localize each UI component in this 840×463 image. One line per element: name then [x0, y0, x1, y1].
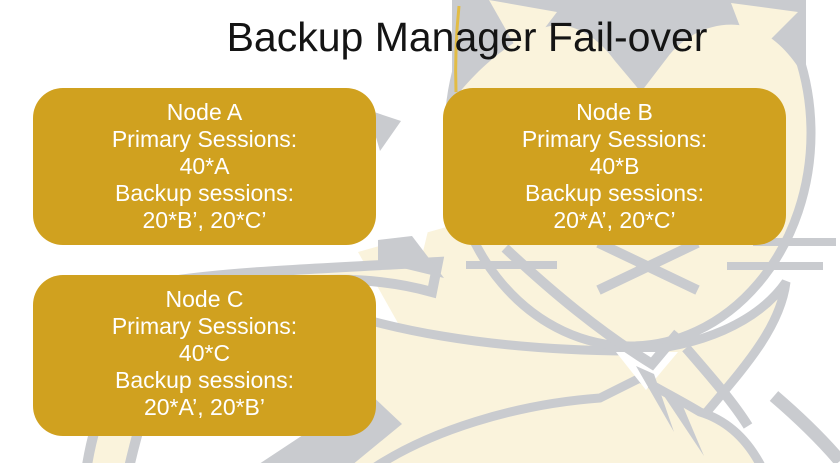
node-b-name: Node B	[576, 99, 653, 125]
node-b-backup-sessions-label: Backup sessions:	[525, 180, 704, 206]
node-a-box: Node A Primary Sessions: 40*A Backup ses…	[33, 88, 376, 245]
node-c-backup-sessions-value: 20*A’, 20*B’	[143, 394, 266, 420]
node-c-primary-sessions-value: 40*C	[178, 340, 231, 366]
node-c-box: Node C Primary Sessions: 40*C Backup ses…	[33, 275, 376, 436]
node-a-primary-sessions-value: 40*A	[179, 153, 230, 179]
node-c-primary-sessions-label: Primary Sessions:	[111, 313, 298, 339]
node-a-primary-sessions-label: Primary Sessions:	[111, 126, 298, 152]
node-a-name: Node A	[166, 99, 243, 125]
node-c-backup-sessions-label: Backup sessions:	[115, 367, 294, 393]
node-b-primary-sessions-label: Primary Sessions:	[521, 126, 708, 152]
node-b-box: Node B Primary Sessions: 40*B Backup ses…	[443, 88, 786, 245]
page-title: Backup Manager Fail-over	[226, 14, 708, 60]
node-a-backup-sessions-value: 20*B’, 20*C’	[142, 207, 267, 233]
node-a-backup-sessions-label: Backup sessions:	[115, 180, 294, 206]
node-b-primary-sessions-value: 40*B	[589, 153, 640, 179]
node-b-backup-sessions-value: 20*A’, 20*C’	[553, 207, 676, 233]
node-c-name: Node C	[165, 286, 244, 312]
